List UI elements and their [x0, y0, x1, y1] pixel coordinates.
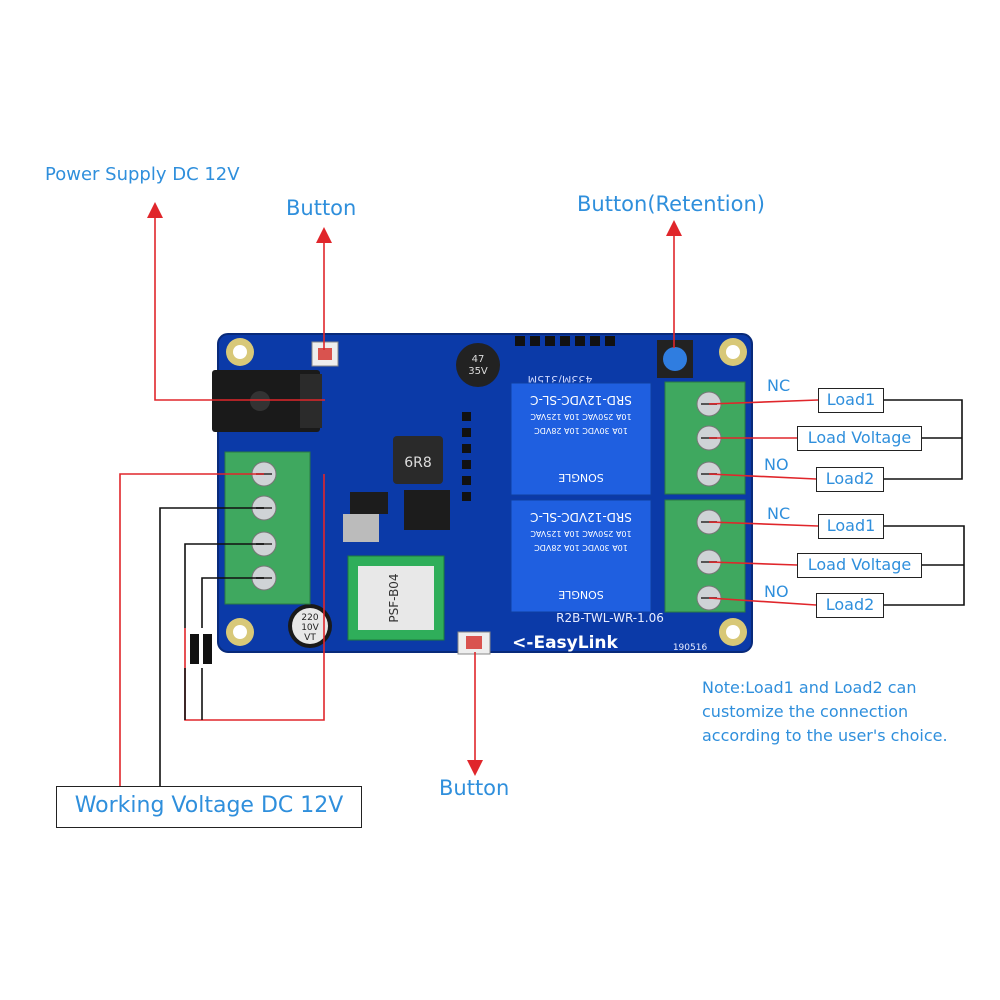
relay2-load1-box: Load1: [818, 514, 884, 539]
relay1-no-label: NO: [764, 455, 789, 474]
button-retention-label: Button(Retention): [577, 192, 765, 216]
power-supply-arrow: [147, 202, 325, 401]
relay1-load-wires: [708, 399, 963, 480]
relay2-nc-label: NC: [767, 504, 791, 523]
mounting-holes: [226, 338, 747, 646]
relay2-no-label: NO: [764, 582, 789, 601]
svg-text:SRD-12VDC-SL-C: SRD-12VDC-SL-C: [530, 393, 632, 407]
svg-text:VT: VT: [304, 633, 316, 643]
relay1-load2-box: Load2: [816, 467, 884, 492]
svg-text:35V: 35V: [468, 366, 488, 377]
terminal-block-right-2: [664, 499, 746, 613]
button-bottom-label: Button: [439, 776, 510, 800]
note-line-1: Note:Load1 and Load2 can: [702, 678, 917, 697]
relay-2: SRD-12VDC-SL-C 10A 250VAC 10A 125VAC 10A…: [510, 499, 652, 613]
board-model-label: R2B-TWL-WR-1.06: [556, 611, 664, 625]
svg-text:SONGLE: SONGLE: [558, 471, 604, 484]
relay-board: 6R8 47 35V 433M/315M SRD-12VDC-SL-C: [212, 333, 753, 655]
capacitor-bottom: 220 10V VT: [288, 604, 332, 648]
svg-text:10A 30VDC 10A 28VDC: 10A 30VDC 10A 28VDC: [534, 543, 628, 552]
wireless-module: PSF-B04: [347, 555, 445, 641]
relay1-load1-box: Load1: [818, 388, 884, 413]
svg-text:10A 30VDC 10A 28VDC: 10A 30VDC 10A 28VDC: [534, 426, 628, 435]
easylink-label: <-EasyLink: [512, 633, 618, 653]
board-button-top: [311, 341, 339, 367]
svg-text:SRD-12VDC-SL-C: SRD-12VDC-SL-C: [530, 510, 632, 524]
dc-jack: [212, 370, 322, 432]
switch-symbol: [190, 634, 212, 664]
svg-text:47: 47: [472, 354, 485, 365]
svg-text:220: 220: [301, 613, 318, 623]
relay2-load-wires: [708, 521, 965, 606]
relay-1: SRD-12VDC-SL-C 10A 250VAC 10A 125VAC 10A…: [510, 382, 652, 496]
svg-text:10V: 10V: [301, 623, 319, 633]
svg-text:10A 250VAC 10A 125VAC: 10A 250VAC 10A 125VAC: [530, 529, 632, 538]
pin-column: [462, 412, 471, 501]
inductor-label: 6R8: [404, 455, 432, 471]
relay2-load-voltage-box: Load Voltage: [797, 553, 922, 578]
capacitor-top: 47 35V: [456, 343, 500, 387]
power-supply-label: Power Supply DC 12V: [45, 164, 240, 185]
arrows: [147, 202, 682, 776]
relay1-nc-label: NC: [767, 376, 791, 395]
inductor: 6R8: [393, 436, 443, 484]
note-line-2: customize the connection: [702, 702, 909, 721]
board-button-retention: [657, 340, 693, 378]
working-voltage-wires: [119, 473, 325, 790]
header-pins: [515, 336, 615, 346]
svg-text:SONGLE: SONGLE: [558, 588, 604, 601]
date-code-label: 190516: [673, 643, 708, 653]
svg-text:PSF-B04: PSF-B04: [387, 573, 401, 622]
working-voltage-box: Working Voltage DC 12V: [56, 786, 362, 828]
relay2-load2-box: Load2: [816, 593, 884, 618]
note-line-3: according to the user's choice.: [702, 726, 948, 745]
relay1-load-voltage-box: Load Voltage: [797, 426, 922, 451]
board-button-bottom: [457, 631, 491, 655]
button-top-label: Button: [286, 196, 357, 220]
svg-text:10A 250VAC 10A 125VAC: 10A 250VAC 10A 125VAC: [530, 412, 632, 421]
